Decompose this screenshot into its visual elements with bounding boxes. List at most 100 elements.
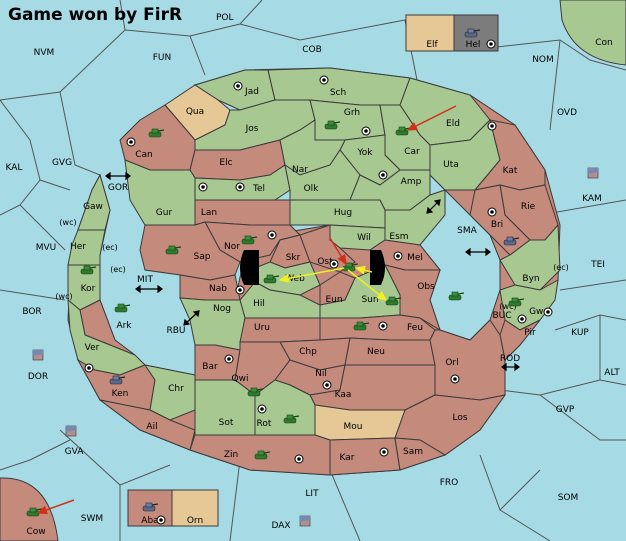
label-kaa: Kaa	[335, 390, 352, 400]
sea-label-fro: FRO	[440, 478, 459, 488]
supply-center-icon	[378, 321, 388, 331]
sea-label-con: Con	[595, 38, 613, 48]
sea-label-rod: ROD	[500, 354, 520, 364]
supply-center-icon	[198, 182, 208, 192]
label-chp: Chp	[299, 347, 317, 357]
label-ark: Ark	[116, 321, 132, 331]
sea-label-gva: GVA	[65, 447, 85, 457]
label-orl: Orl	[445, 358, 458, 368]
label-wil: Wil	[357, 233, 371, 243]
move-arrow	[36, 499, 75, 515]
supply-center-icon	[233, 81, 243, 91]
region-orn[interactable]	[171, 489, 219, 527]
label-sot: Sot	[219, 418, 234, 428]
label-kat: Kat	[503, 166, 518, 176]
label-qwi: Qwi	[232, 374, 249, 384]
support-arrow	[278, 267, 345, 283]
supply-center-icon	[329, 259, 339, 269]
sea-label-kup: KUP	[571, 328, 589, 338]
move-arrow	[406, 105, 457, 131]
sea-label-tei: TEI	[590, 260, 605, 270]
flag-icon	[587, 167, 599, 179]
label-jos: Jos	[245, 124, 259, 134]
label-olk: Olk	[304, 184, 320, 194]
region-uru[interactable]	[239, 317, 321, 343]
double-arrow-icon	[105, 171, 131, 181]
label-obs: Obs	[417, 282, 435, 292]
label-feu: Feu	[407, 323, 423, 333]
label-skr: Skr	[286, 253, 301, 263]
supply-center-icon	[235, 285, 245, 295]
label-uru: Uru	[254, 323, 270, 333]
supply-center-icon	[487, 207, 497, 217]
region-bri[interactable]	[469, 184, 531, 256]
label-cow: Cow	[26, 527, 45, 537]
sea-label-som: SOM	[558, 493, 579, 503]
sea-label-dor: DOR	[28, 372, 48, 382]
supply-center-icon	[487, 121, 497, 131]
sea-label-ec1: (ec)	[102, 243, 118, 252]
label-neu: Neu	[367, 347, 385, 357]
supply-center-icon	[450, 374, 460, 384]
supply-center-icon	[486, 39, 496, 49]
sea-label-cob: COB	[302, 45, 322, 55]
label-car: Car	[404, 147, 420, 157]
double-arrow-icon	[426, 199, 441, 214]
supply-center-icon	[393, 251, 403, 261]
double-arrow-icon	[135, 284, 163, 294]
label-hil: Hil	[253, 299, 265, 309]
strait-links	[105, 171, 520, 372]
central-lake	[240, 250, 385, 285]
label-gur: Gur	[156, 208, 173, 218]
supply-center-icon	[378, 170, 388, 180]
sea-label-fun: FUN	[153, 53, 172, 63]
region-sam[interactable]	[394, 437, 447, 471]
region-labels: Jad Sch Qua Jos Grh Eld Can Car Yok Elc …	[26, 40, 549, 537]
label-nog: Nog	[213, 304, 231, 314]
sea-label-kal: KAL	[6, 163, 23, 173]
label-bar: Bar	[202, 362, 218, 372]
label-sam: Sam	[403, 447, 423, 457]
support-arrow	[354, 265, 373, 275]
region-elf[interactable]	[405, 14, 455, 52]
supply-center-icon	[257, 404, 267, 414]
label-nar: Nar	[292, 165, 308, 175]
sea-label-sma: SMA	[457, 226, 477, 236]
sea-label-gvg: GVG	[52, 158, 72, 168]
region-chr[interactable]	[143, 364, 196, 421]
sea-label-bor: BOR	[22, 307, 41, 317]
sea-label-swm: SWM	[81, 514, 103, 524]
sea-label-buc: BUC	[492, 311, 511, 321]
label-nab: Nab	[209, 284, 227, 294]
label-gwa: Gwa	[529, 307, 549, 317]
label-tel: Tel	[252, 184, 265, 194]
sea-label-alt: ALT	[604, 368, 620, 378]
supply-center-icon	[267, 230, 277, 240]
sea-label-rbu: RBU	[166, 326, 185, 336]
label-hug: Hug	[334, 208, 352, 218]
supply-center-icon	[361, 126, 371, 136]
label-byn: Byn	[522, 274, 539, 284]
label-bri: Bri	[491, 220, 503, 230]
label-ail: Ail	[146, 422, 157, 432]
region-neu[interactable]	[344, 337, 436, 366]
label-los: Los	[452, 413, 467, 423]
label-pir: Pir	[524, 328, 536, 338]
region-byn[interactable]	[499, 223, 561, 291]
label-mou: Mou	[344, 422, 363, 432]
region-grh[interactable]	[309, 99, 386, 141]
label-kor: Kor	[81, 284, 96, 294]
sea-labels: NVM FUN COB NOM Con OVD KAL GVG GOR MVU …	[6, 38, 621, 531]
game-title: Game won by FirR	[8, 5, 182, 25]
supply-center-icon	[294, 454, 304, 464]
label-sun: Sun	[361, 295, 378, 305]
supply-center-icon	[126, 137, 136, 147]
sea-label-wc3: (wc)	[499, 302, 516, 311]
label-web: Web	[285, 274, 305, 284]
label-yok: Yok	[356, 148, 373, 158]
sea-label-nvm: NVM	[34, 48, 55, 58]
flag-icon	[65, 425, 77, 437]
sea-label-wc1: (wc)	[59, 218, 76, 227]
label-chr: Chr	[168, 384, 184, 394]
